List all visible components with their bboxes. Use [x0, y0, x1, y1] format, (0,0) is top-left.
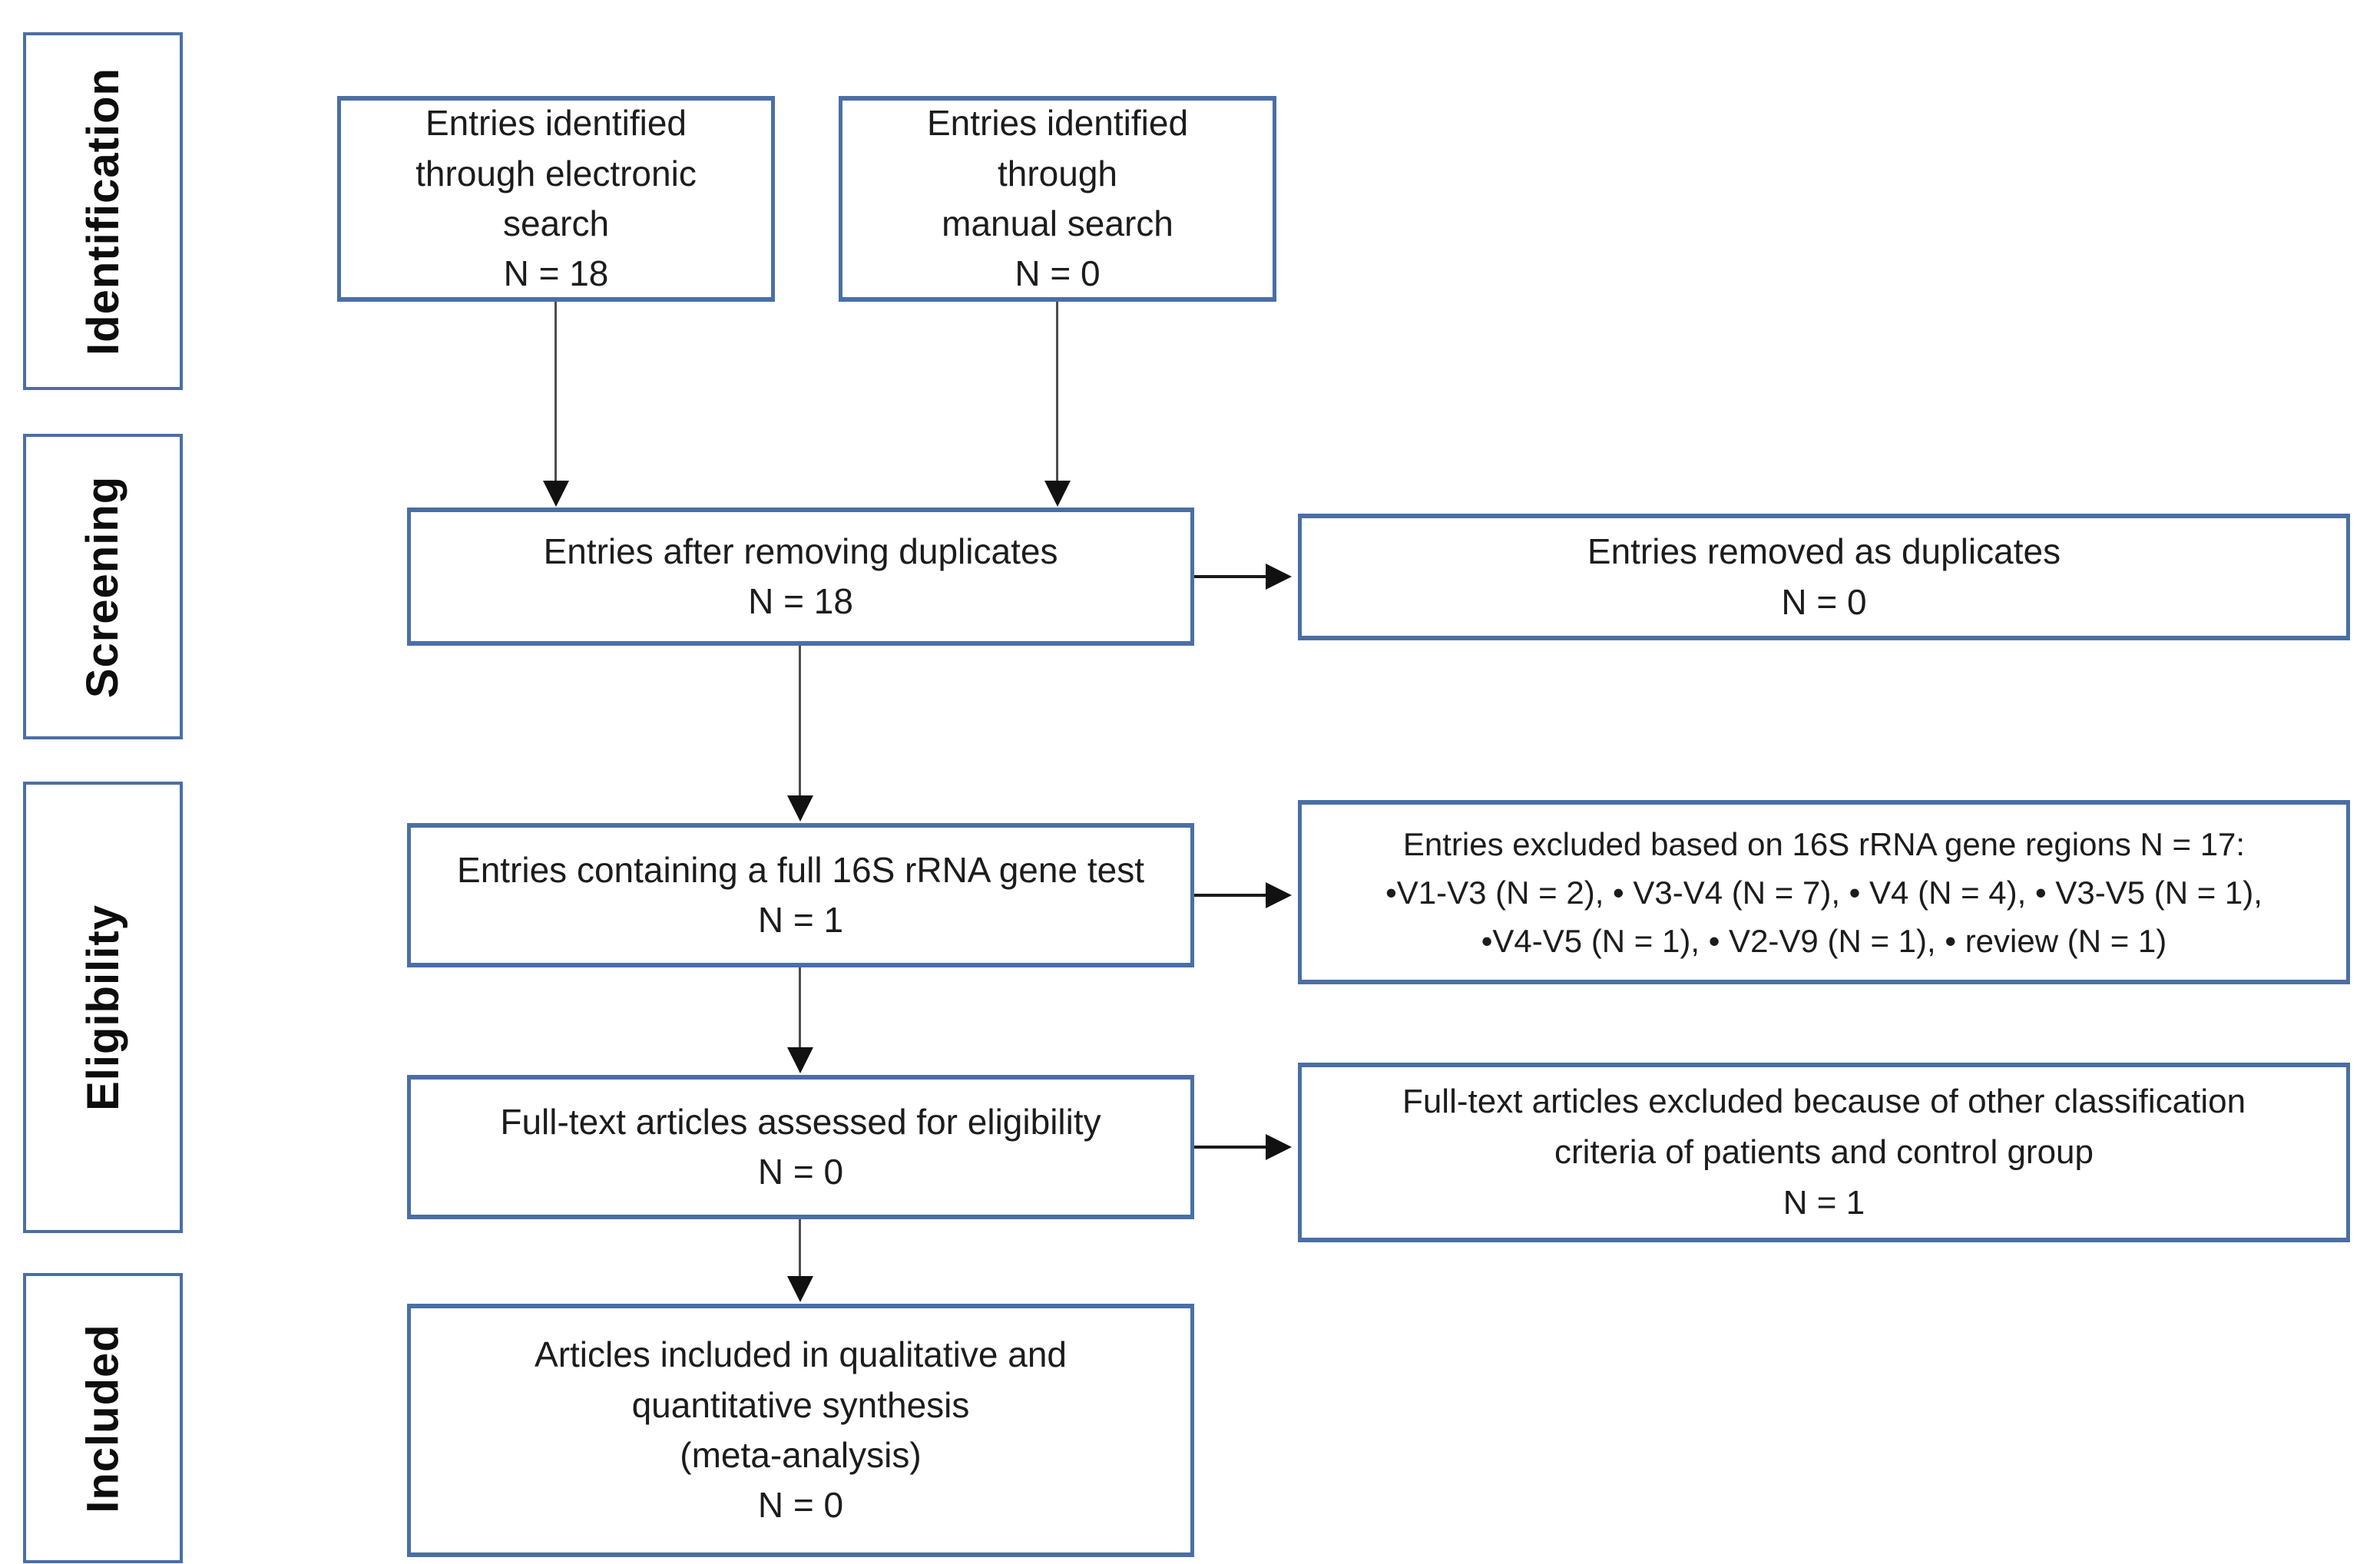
stage-identification-label: Identification [78, 67, 128, 355]
arrow-head-duplicates-to-removed [1266, 564, 1292, 590]
arrow-line-manual-to-duplicates [1056, 302, 1058, 482]
arrow-line-duplicates-to-16s [799, 646, 801, 797]
arrow-line-16s-to-fulltext [799, 967, 801, 1049]
arrow-head-fulltext-to-excluded [1266, 1134, 1292, 1160]
arrow-head-duplicates-to-16s [787, 795, 813, 822]
stage-included-label: Included [78, 1323, 128, 1513]
box-electronic-search: Entries identified through electronic se… [337, 96, 775, 302]
arrow-line-electronic-to-duplicates [554, 302, 557, 482]
arrow-head-16s-to-fulltext [787, 1047, 813, 1073]
box-after-removing-duplicates: Entries after removing duplicates N = 18 [407, 508, 1194, 646]
box-manual-search: Entries identified through manual search… [839, 96, 1276, 302]
stage-eligibility: Eligibility [23, 782, 183, 1233]
arrow-head-manual-to-duplicates [1044, 481, 1071, 507]
box-included-synthesis: Articles included in qualitative and qua… [407, 1304, 1194, 1557]
arrow-line-fulltext-to-included [799, 1219, 801, 1278]
stage-included: Included [23, 1273, 183, 1563]
arrow-line-duplicates-to-removed [1194, 575, 1267, 578]
arrow-head-fulltext-to-included [787, 1276, 813, 1302]
stage-eligibility-label: Eligibility [78, 904, 128, 1111]
stage-screening: Screening [23, 434, 183, 739]
arrow-head-16s-to-excluded [1266, 882, 1292, 908]
stage-identification: Identification [23, 32, 183, 390]
box-removed-as-duplicates: Entries removed as duplicates N = 0 [1298, 514, 2350, 640]
box-full-16s-test: Entries containing a full 16S rRNA gene … [407, 823, 1194, 967]
box-fulltext-excluded: Full-text articles excluded because of o… [1298, 1063, 2350, 1242]
arrow-head-electronic-to-duplicates [543, 481, 569, 507]
arrow-line-16s-to-excluded [1194, 894, 1267, 897]
arrow-line-fulltext-to-excluded [1194, 1146, 1267, 1149]
box-excluded-gene-regions: Entries excluded based on 16S rRNA gene … [1298, 800, 2350, 984]
box-fulltext-assessed: Full-text articles assessed for eligibil… [407, 1075, 1194, 1219]
stage-screening-label: Screening [78, 475, 128, 698]
